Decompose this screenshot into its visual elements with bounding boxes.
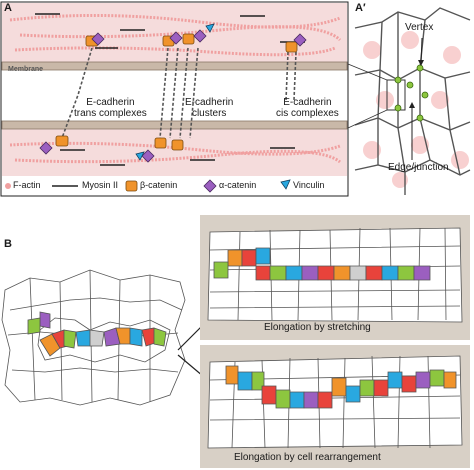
cell-network xyxy=(354,7,471,195)
membrane-label: Membrane xyxy=(8,66,44,73)
zoom-line-top xyxy=(347,63,388,81)
zoom-line-bottom xyxy=(347,109,388,129)
panel-a-label: A xyxy=(4,2,12,14)
legend-vinculin: Vinculin xyxy=(293,180,325,190)
top-membrane xyxy=(1,61,348,71)
panel-a-prime-label: A′ xyxy=(355,2,366,14)
panel-a-diagram xyxy=(0,1,349,197)
rearranged-tissue xyxy=(207,355,463,449)
clusters-label-line1: E-cadherin xyxy=(185,97,234,108)
cis-label-line2: cis complexes xyxy=(276,108,339,119)
panel-a-prime-diagram xyxy=(347,2,472,196)
trans-label: E-cadherin trans complexes xyxy=(74,97,147,119)
clusters-label: E-cadherin clusters xyxy=(185,97,233,119)
trans-label-line1: E-cadherin xyxy=(86,97,135,108)
panel-b-diagram xyxy=(1,215,470,468)
legend-acat: α-catenin xyxy=(219,180,257,190)
vertex-dots xyxy=(394,64,429,122)
cis-complex xyxy=(285,33,307,101)
cis-label: E-cadherin cis complexes xyxy=(276,97,339,119)
vertex-arrow xyxy=(420,37,423,65)
stretch-caption: Elongation by stretching xyxy=(264,322,371,333)
legend-icons xyxy=(5,179,291,193)
edge-label: Edge/junction xyxy=(388,162,449,173)
f-actin-bottom xyxy=(9,141,341,164)
legend-bcat: β-catenin xyxy=(140,180,178,190)
legend-factin: F-actin xyxy=(13,180,41,190)
rearr-caption: Elongation by cell rearrangement xyxy=(234,452,381,463)
trans-complex xyxy=(39,32,105,155)
cis-label-line1: E-cadherin xyxy=(283,97,332,108)
legend-myosin: Myosin II xyxy=(82,180,119,190)
stretched-tissue xyxy=(207,227,463,323)
clusters-label-line2: clusters xyxy=(191,108,227,119)
panel-b-label: B xyxy=(4,238,12,250)
cadherin-clusters xyxy=(135,23,215,163)
vertex-arrow-head xyxy=(418,60,424,66)
edge-arrow-head xyxy=(409,102,415,108)
vertex-label: Vertex xyxy=(405,22,434,33)
trans-label-line2: trans complexes xyxy=(74,108,147,119)
f-actin-top xyxy=(9,13,342,57)
bottom-membrane xyxy=(1,120,348,130)
initial-tissue xyxy=(1,269,186,406)
